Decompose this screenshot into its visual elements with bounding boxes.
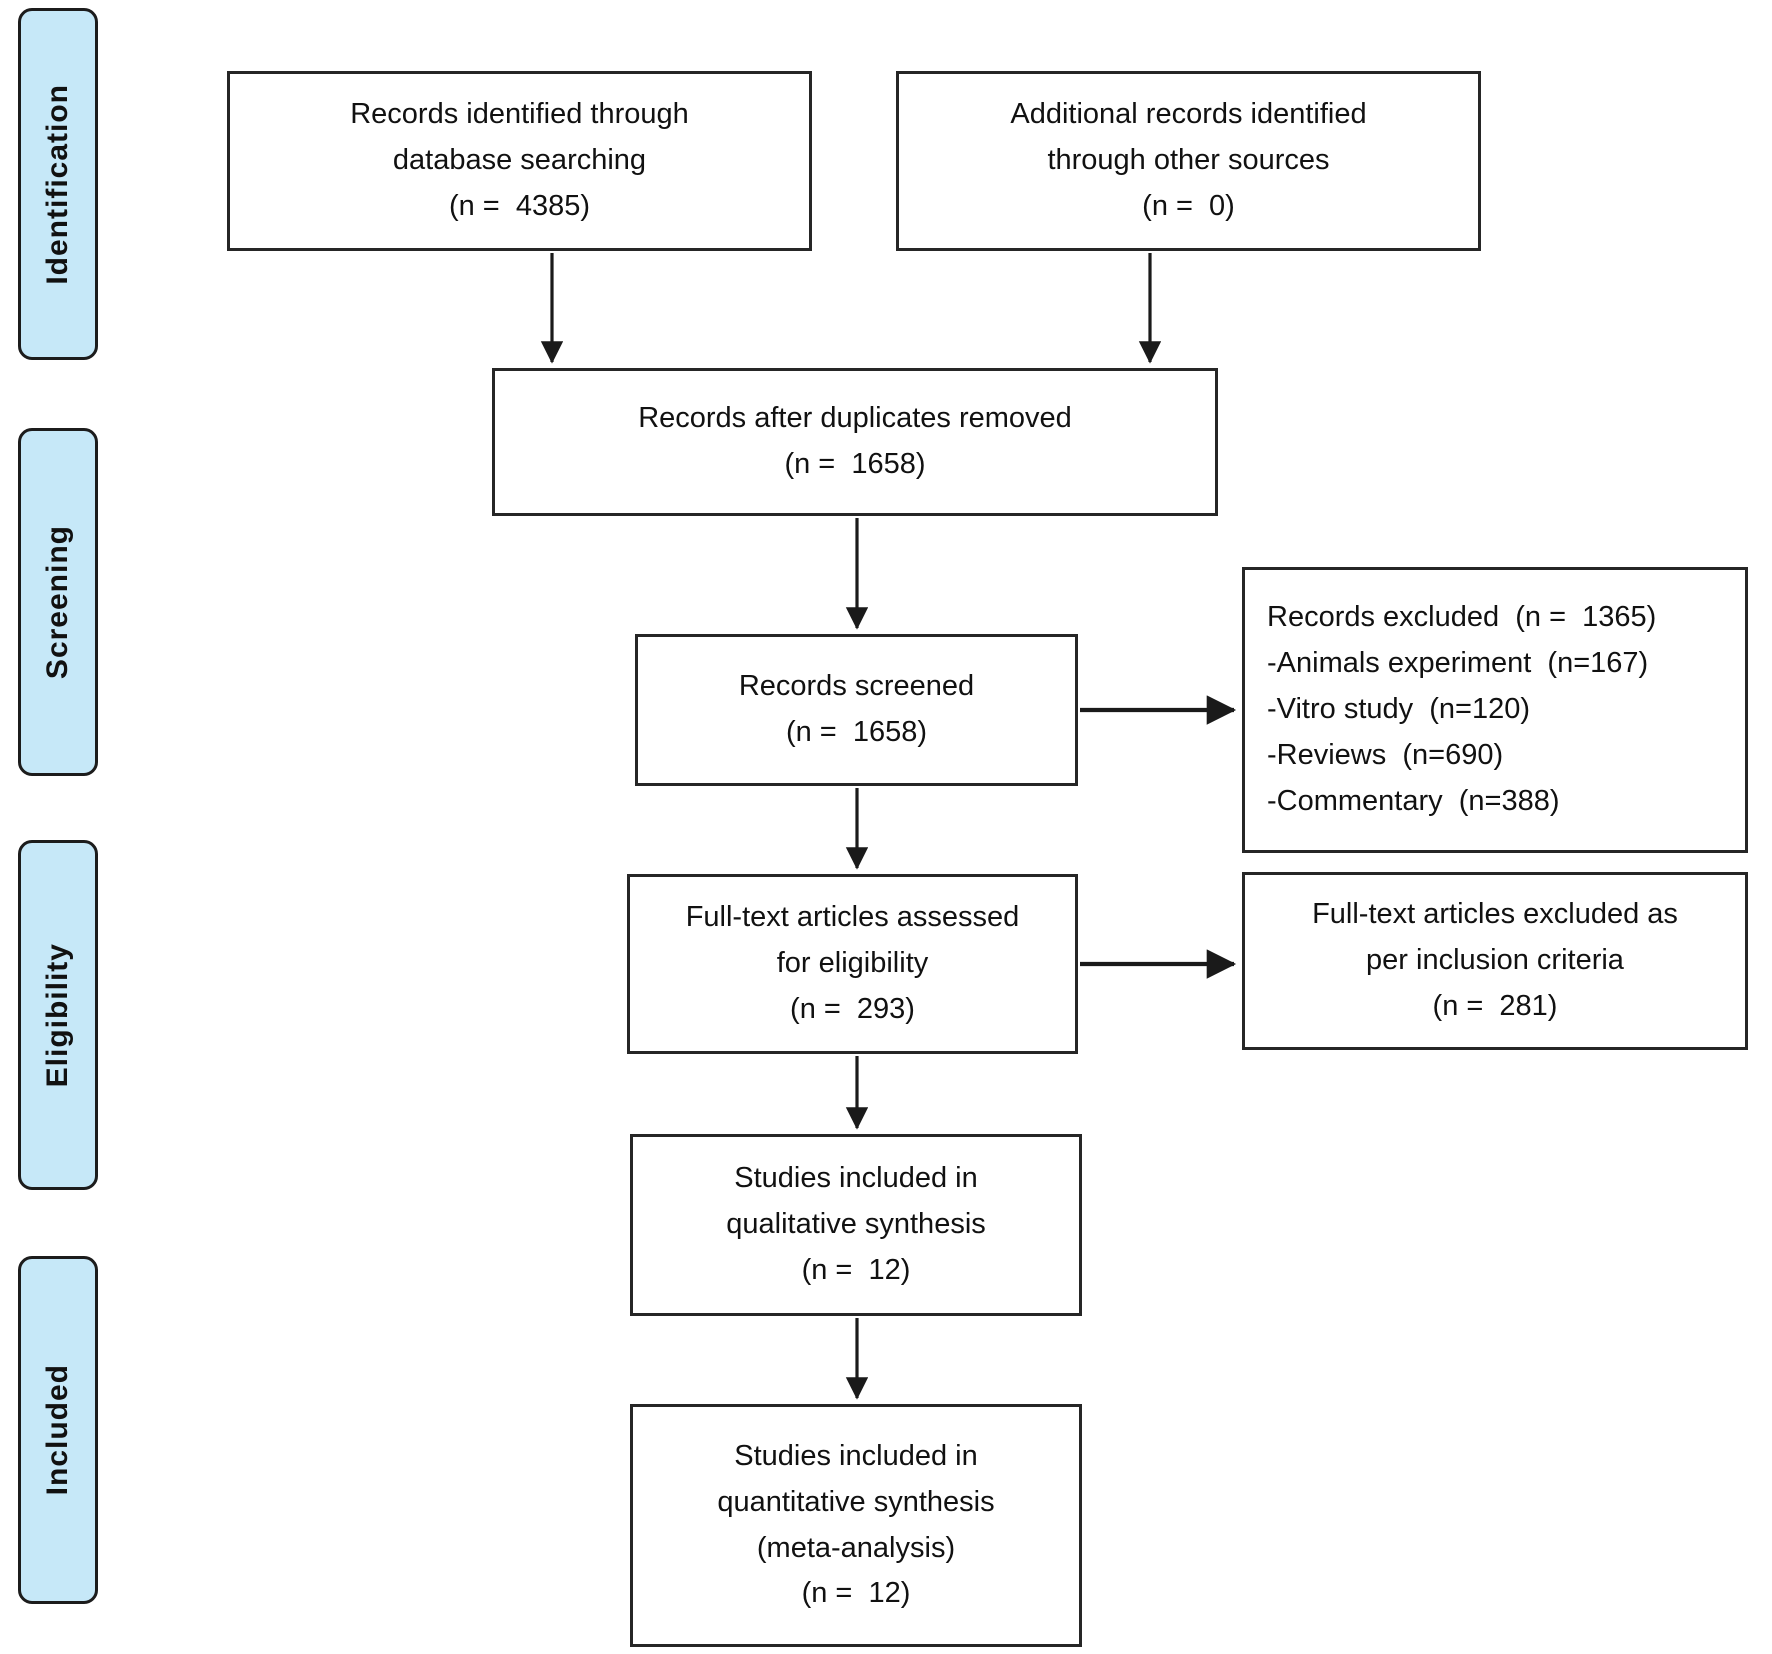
box-records-after-duplicates-removed: Records after duplicates removed (n = 16… (492, 368, 1218, 516)
box-text-line: (n = 4385) (448, 189, 591, 222)
box-text-line: -Commentary (n=388) (1267, 784, 1560, 817)
box-fulltext-excluded: Full-text articles excluded as per inclu… (1242, 872, 1748, 1050)
box-text-line: Records after duplicates removed (638, 402, 1072, 435)
stage-label-included: Included (18, 1256, 98, 1604)
box-text-line: (n = 1658) (785, 716, 928, 748)
box-text-line: Records excluded (n = 1365) (1267, 601, 1657, 634)
box-text-line: Additional records identified (1010, 98, 1367, 131)
box-text-line: Records identified through (350, 98, 689, 131)
box-quantitative-synthesis: Studies included in quantitative synthes… (630, 1404, 1082, 1647)
box-text-line: database searching (392, 144, 647, 177)
stage-label-eligibility-text: Eligibility (41, 942, 74, 1088)
box-text-line: quantitative synthesis (717, 1485, 995, 1518)
stage-label-identification: Identification (18, 8, 98, 360)
box-qualitative-synthesis: Studies included in qualitative synthesi… (630, 1134, 1082, 1316)
box-text-line: (n = 281) (1432, 989, 1558, 1022)
box-text-line: Full-text articles assessed (685, 901, 1020, 934)
stage-label-eligibility: Eligibility (18, 840, 98, 1190)
stage-label-screening-text: Screening (41, 524, 74, 680)
box-text-line: for eligibility (776, 947, 929, 980)
box-text-line: (n = 293) (790, 992, 915, 1025)
box-text-line: through other sources (1047, 144, 1330, 177)
box-text-line: (n = 1658) (784, 448, 926, 480)
box-text-line: (meta-analysis) (756, 1531, 956, 1564)
box-text-line: (n = 12) (801, 1253, 911, 1286)
box-additional-records-other-sources: Additional records identified through ot… (896, 71, 1481, 251)
box-text-line: Studies included in (734, 1439, 978, 1472)
box-records-identified-database: Records identified through database sear… (227, 71, 812, 251)
box-records-excluded: Records excluded (n = 1365) -Animals exp… (1242, 567, 1748, 853)
box-text-line: Full-text articles excluded as (1312, 898, 1678, 931)
box-text-line: -Vitro study (n=120) (1267, 693, 1531, 726)
box-fulltext-assessed: Full-text articles assessed for eligibil… (627, 874, 1078, 1054)
stage-label-screening: Screening (18, 428, 98, 776)
box-records-screened: Records screened (n = 1658) (635, 634, 1078, 786)
stage-label-identification-text: Identification (41, 83, 74, 285)
box-text-line: qualitative synthesis (726, 1208, 986, 1241)
box-text-line: per inclusion criteria (1366, 944, 1624, 977)
box-text-line: (n = 0) (1142, 189, 1235, 222)
box-text-line: (n = 12) (801, 1577, 911, 1610)
box-text-line: -Animals experiment (n=167) (1267, 647, 1649, 680)
box-text-line: Records screened (738, 670, 975, 703)
box-text-line: Studies included in (734, 1162, 978, 1195)
stage-label-included-text: Included (41, 1364, 74, 1496)
box-text-line: -Reviews (n=690) (1267, 738, 1504, 771)
